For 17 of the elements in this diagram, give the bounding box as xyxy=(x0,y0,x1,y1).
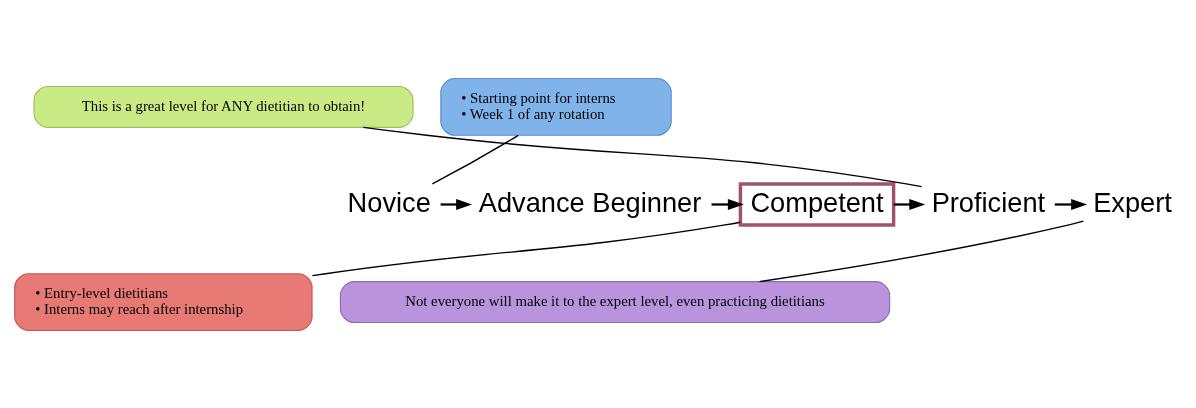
arrow xyxy=(1054,198,1088,210)
node-text: Expert xyxy=(1093,186,1172,218)
arrow xyxy=(440,198,473,210)
node-box: Competent xyxy=(738,181,896,227)
node-box: • Starting point for interns • Week 1 of any rotation xyxy=(440,77,672,136)
node-box: • Entry-level dietitians • Interns may reach after internship xyxy=(14,272,313,331)
connector xyxy=(431,134,519,185)
node-box: This is a great level for ANY dietitian to obtain! xyxy=(33,85,414,128)
node-text: Proficient xyxy=(931,186,1046,218)
connector xyxy=(311,221,742,276)
connector xyxy=(362,126,923,187)
node-text: Advance Beginner xyxy=(478,186,702,218)
arrow xyxy=(893,198,926,210)
connector xyxy=(758,220,1085,282)
node-text: Novice xyxy=(347,186,431,218)
arrow xyxy=(711,198,744,210)
node-box: Not everyone will make it to the expert level, even practicing dietitians xyxy=(339,280,891,323)
